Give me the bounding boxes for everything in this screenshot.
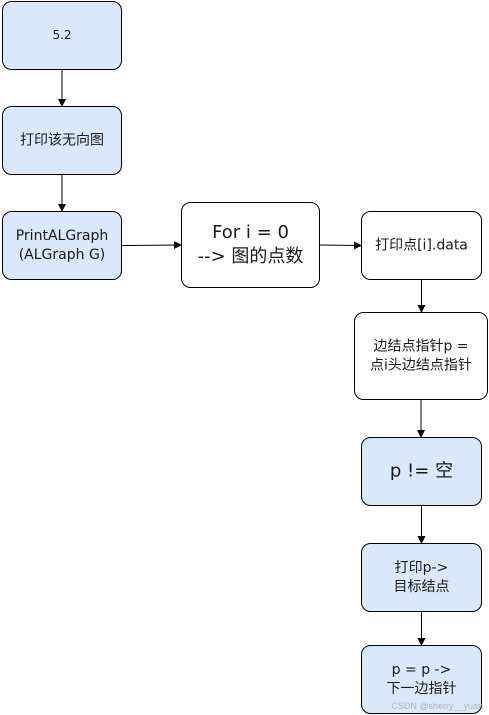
node-n6: 边结点指针p = 点i头边结点指针 <box>354 312 488 400</box>
node-n2-label-line-1: 打印该无向图 <box>20 132 104 149</box>
edges-layer <box>58 70 426 646</box>
node-n4-label-line-2: --> 图的点数 <box>198 246 304 267</box>
node-n9: p = p -> 下一边指针 <box>361 645 482 714</box>
node-n2: 打印该无向图 <box>2 106 122 175</box>
node-n1-label-line-1: 5.2 <box>52 28 71 42</box>
node-n6-box <box>354 312 488 400</box>
node-n4: For i = 0 --> 图的点数 <box>181 202 320 288</box>
node-n5-box <box>361 211 482 280</box>
node-n4-label-line-1: For i = 0 <box>212 222 289 243</box>
node-n1-box <box>2 1 122 70</box>
node-n9-label-line-1: p = p -> <box>392 662 452 678</box>
edge-n4-to-n5 <box>319 241 362 250</box>
node-n1: 5.2 <box>2 1 122 70</box>
node-n6-label-line-2: 点i头边结点指针 <box>370 357 472 373</box>
node-n9-box <box>361 645 482 714</box>
node-n5: 打印点[i].data <box>361 211 482 280</box>
node-n3-box <box>2 211 122 280</box>
node-n7-box <box>361 437 482 506</box>
node-n8-box <box>361 543 482 612</box>
node-n8-label-line-1: 打印p-> <box>395 559 449 576</box>
watermark: CSDN @sherry__yuan <box>391 701 483 711</box>
node-n9-label-line-2: 下一边指针 <box>387 681 457 697</box>
node-n8: 打印p-> 目标结点 <box>361 543 482 612</box>
edge-n3-to-n4 <box>121 241 182 250</box>
node-n8-label-line-2: 目标结点 <box>394 579 450 595</box>
node-n3: PrintALGraph (ALGraph G) <box>2 211 122 280</box>
node-n5-label-line-1: 打印点[i].data <box>375 237 468 254</box>
node-n3-label-line-1: PrintALGraph <box>16 228 109 244</box>
node-n3-label-line-2: (ALGraph G) <box>19 247 106 263</box>
node-n7: p != 空 <box>361 437 482 506</box>
node-n2-box <box>2 106 122 175</box>
node-n6-label-line-1: 边结点指针p = <box>373 339 468 355</box>
node-n4-box <box>181 202 320 288</box>
node-n7-label-line-1: p != 空 <box>390 461 453 482</box>
